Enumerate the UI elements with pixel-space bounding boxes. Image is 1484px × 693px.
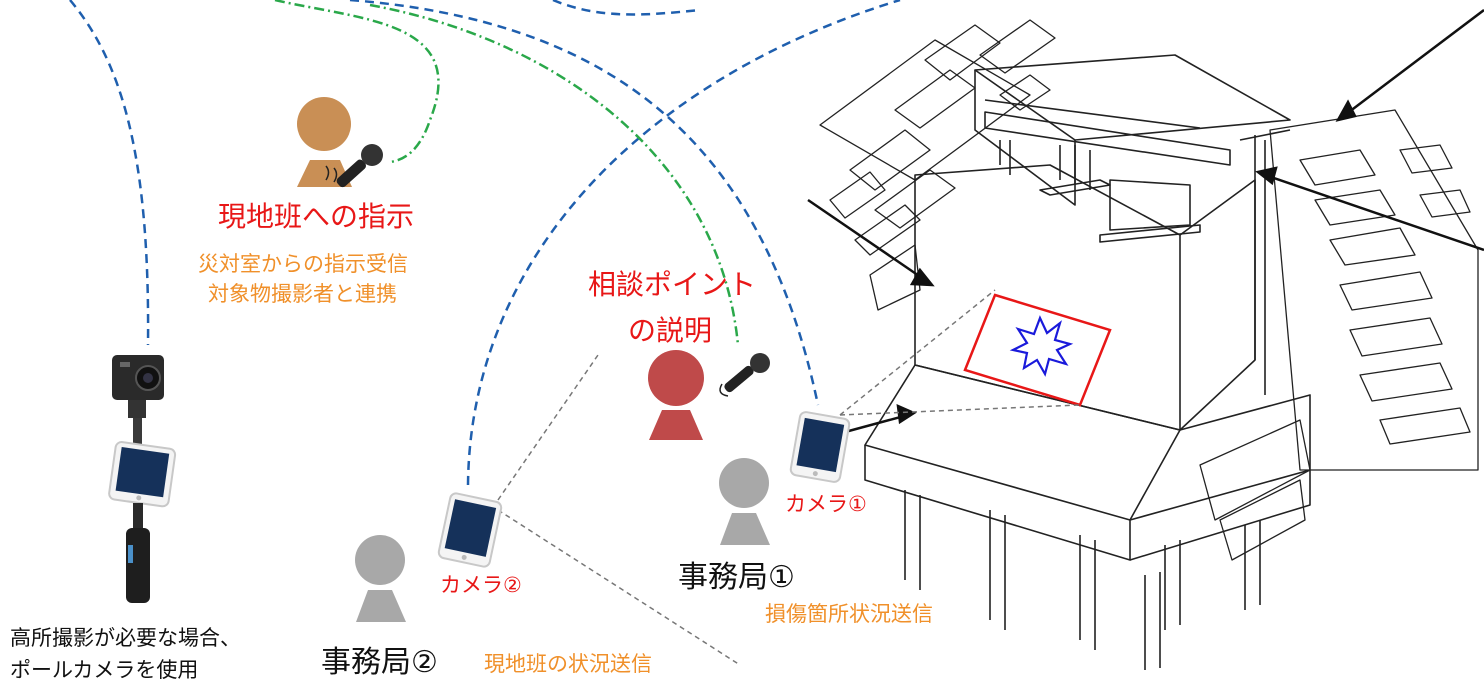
consult-line2: の説明 [628,314,713,347]
person-icon [355,535,406,622]
office1-note: 損傷箇所状況送信 [765,602,933,626]
instruction-title: 現地班への指示 [218,200,415,233]
right-slope-bricks [1199,109,1479,561]
abutment-wall [864,129,1311,670]
bridge-abutment-drawing [819,19,1479,670]
microphone-icon [719,353,770,397]
camera1-label: カメラ① [785,492,867,516]
indicator-arrows [807,9,1484,434]
office2-note: 現地班の状況送信 [484,652,652,676]
tablet-icon [437,492,503,568]
person-icon [648,350,704,440]
left-slope-bricks [819,19,1056,311]
pole-grip [126,503,150,603]
microphone-icon [325,144,383,188]
damage-frame [963,293,1112,407]
pole-note-line2: ポールカメラを使用 [10,658,199,682]
communication-links [69,0,901,486]
camera-view-lines [497,289,1081,666]
damage-burst-icon [1009,315,1074,377]
pole-note-line1: 高所撮影が必要な場合、 [10,626,241,650]
camera2-label: カメラ② [440,573,522,597]
deck-girders [974,54,1291,243]
instruction-line1: 災対室からの指示受信 [198,252,408,276]
consult-line1: 相談ポイント [588,268,757,301]
action-camera-icon [112,355,164,453]
office2-label: 事務局② [321,645,438,680]
person-icon [719,458,770,545]
office1-label: 事務局① [678,560,795,595]
tablet-icon [108,441,177,508]
instruction-line2: 対象物撮影者と連携 [208,282,397,306]
tablet-icon [789,411,851,483]
